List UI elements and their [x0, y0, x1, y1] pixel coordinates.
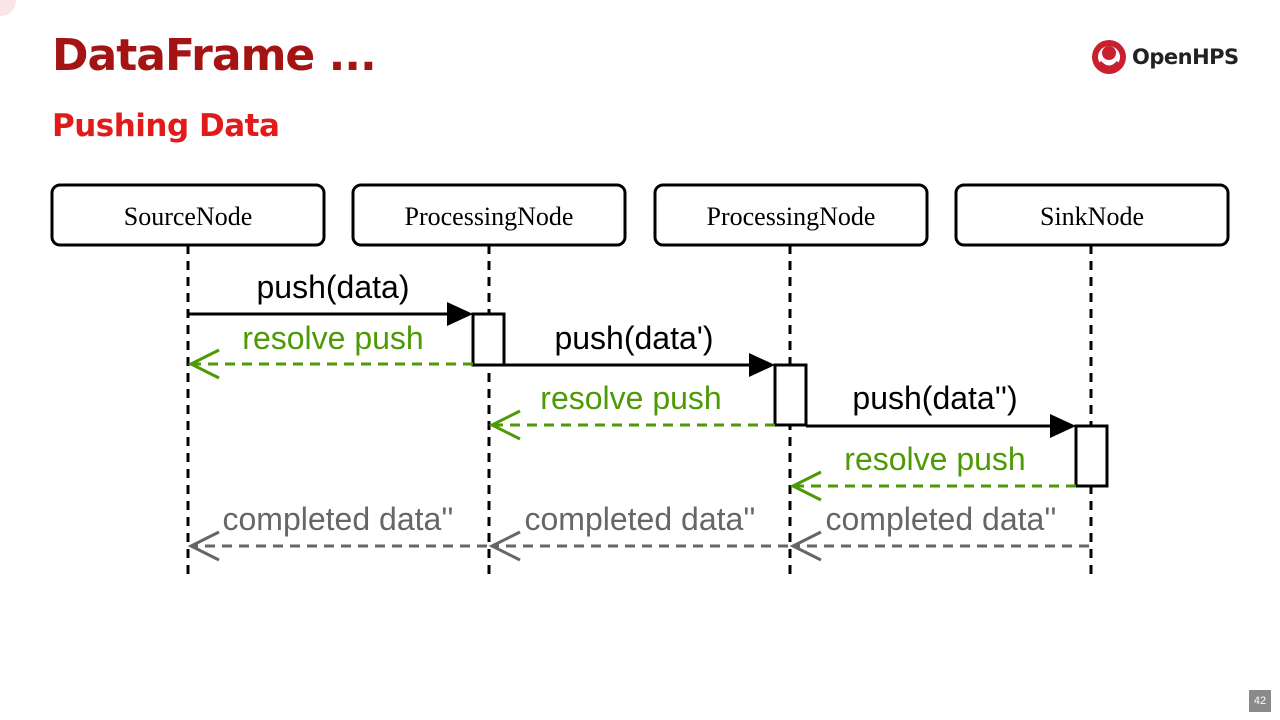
arrowhead-filled-2: [749, 353, 775, 377]
node-label-2: ProcessingNode: [707, 202, 876, 231]
message-label-7: completed data'': [524, 501, 755, 537]
slide-title: DataFrame ...: [52, 30, 377, 81]
message-label-1: resolve push: [242, 320, 423, 356]
message-label-2: push(data'): [554, 320, 713, 356]
node-label-1: ProcessingNode: [405, 202, 574, 231]
message-label-8: completed data'': [825, 501, 1056, 537]
arrowhead-open-6: [187, 530, 220, 562]
arrowhead-open-1: [187, 348, 220, 380]
activation-box-1: [471, 312, 506, 367]
arrowhead-filled-4: [1050, 414, 1076, 438]
arrowhead-open-8: [789, 530, 822, 562]
arrowhead-open-5: [789, 470, 822, 502]
node-box-1: [351, 183, 627, 247]
page-number: 42: [1249, 690, 1271, 712]
arrowhead-filled-0: [447, 302, 473, 326]
message-label-3: resolve push: [540, 380, 721, 416]
logo-text: OpenHPS: [1132, 45, 1239, 69]
node-label-0: SourceNode: [124, 202, 253, 231]
arrowhead-open-7: [488, 530, 521, 562]
node-box-2: [653, 183, 929, 247]
message-label-4: push(data''): [852, 380, 1017, 416]
activation-box-3: [1074, 424, 1109, 488]
message-label-6: completed data'': [222, 501, 453, 537]
activation-box-2: [773, 363, 808, 427]
message-label-0: push(data): [257, 269, 410, 305]
arrowhead-open-3: [488, 409, 521, 441]
openhps-logo: OpenHPS: [1090, 38, 1239, 76]
node-label-3: SinkNode: [1040, 202, 1144, 231]
slide-subtitle: Pushing Data: [52, 108, 280, 144]
message-label-5: resolve push: [844, 441, 1025, 477]
openhps-logo-icon: [1092, 40, 1126, 74]
node-box-0: [50, 183, 326, 247]
node-box-3: [954, 183, 1230, 247]
